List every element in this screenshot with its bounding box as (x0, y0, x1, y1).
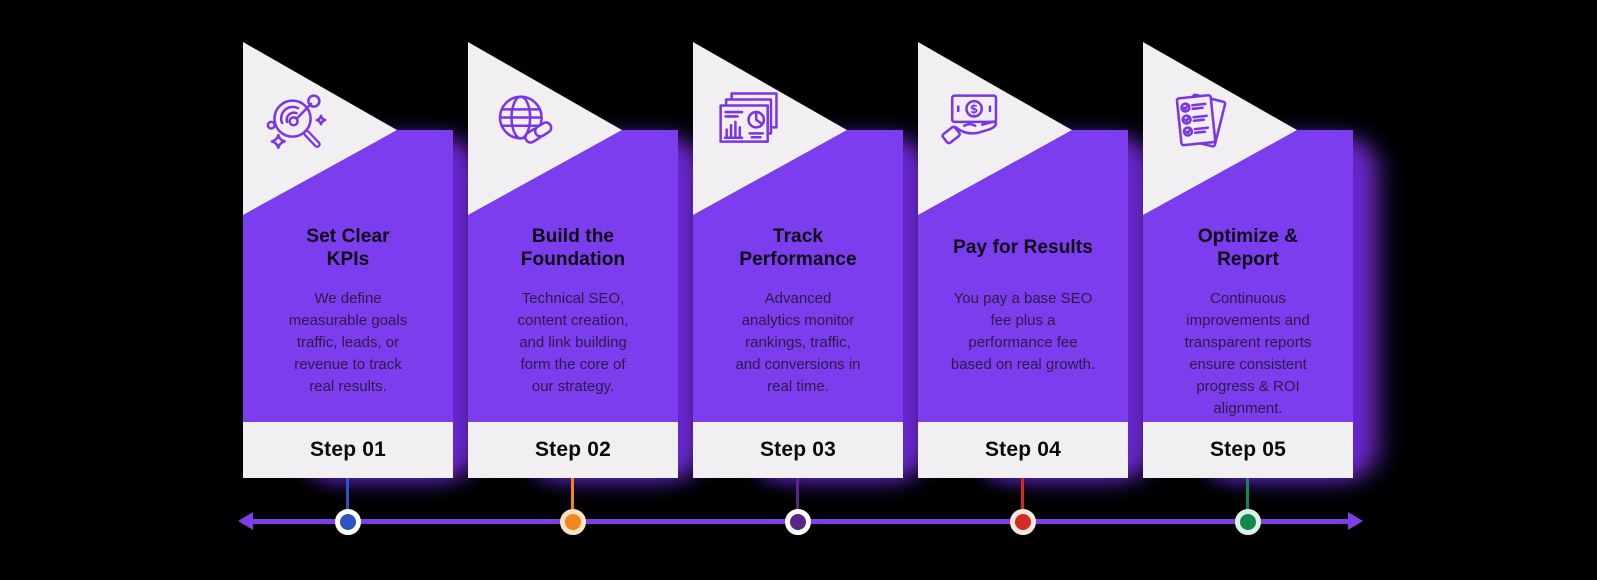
timeline-dot-1 (335, 509, 361, 535)
timeline-dot-5 (1235, 509, 1261, 535)
step-card-4: $ Pay for Results You pay a base SEO fee… (918, 42, 1145, 480)
radar-magnifier-icon (263, 88, 333, 158)
card-title: Pay for Results (953, 237, 1093, 259)
card-title: Track Performance (739, 225, 857, 270)
timeline-connector-5 (1246, 478, 1249, 522)
timeline-dot-3 (785, 509, 811, 535)
money-hand-icon: $ (938, 88, 1008, 158)
card-title: Set Clear KPIs (306, 225, 390, 270)
svg-text:$: $ (970, 102, 978, 116)
card-description: You pay a base SEO fee plus a performanc… (950, 290, 1096, 374)
timeline-dot-2 (560, 509, 586, 535)
card-description: We define measurable goals traffic, lead… (288, 290, 408, 396)
step-card-5: Optimize & Report Continuous improvement… (1143, 42, 1370, 480)
step-card-2: Build the Foundation Technical SEO, cont… (468, 42, 695, 480)
timeline-connector-1 (346, 478, 349, 522)
globe-link-icon (488, 88, 558, 158)
checklist-icon (1163, 88, 1233, 158)
timeline-right-arrow-icon (1348, 512, 1363, 530)
step-badge: Step 05 (1143, 422, 1353, 478)
card-description: Advanced analytics monitor rankings, tra… (735, 290, 861, 396)
step-badge: Step 01 (243, 422, 453, 478)
timeline-left-arrow-icon (238, 512, 253, 530)
step-card-3: Track Performance Advanced analytics mon… (693, 42, 920, 480)
timeline-connector-2 (571, 478, 574, 522)
card-description: Continuous improvements and transparent … (1184, 290, 1312, 418)
card-title: Build the Foundation (520, 225, 626, 270)
card-description: Technical SEO, content creation, and lin… (517, 290, 629, 396)
analytics-slides-icon (713, 88, 783, 158)
timeline-connector-3 (796, 478, 799, 522)
step-badge: Step 03 (693, 422, 903, 478)
timeline-dot-4 (1010, 509, 1036, 535)
timeline-connector-4 (1021, 478, 1024, 522)
step-card-1: Set Clear KPIs We define measurable goal… (243, 42, 470, 480)
card-title: Optimize & Report (1197, 225, 1299, 270)
step-badge: Step 02 (468, 422, 678, 478)
step-badge: Step 04 (918, 422, 1128, 478)
